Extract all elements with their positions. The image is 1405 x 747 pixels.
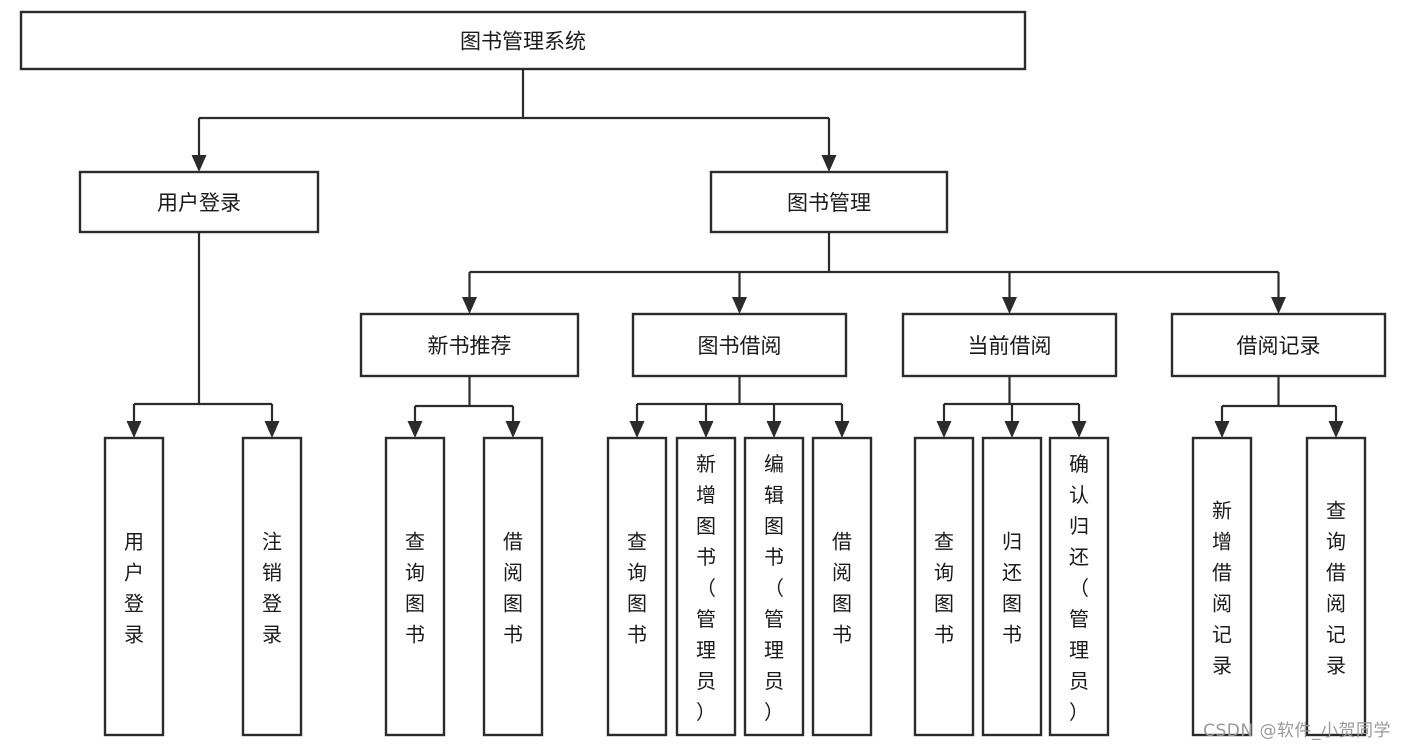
node-box-borrow-record[interactable] xyxy=(1170,312,1387,378)
node-label-leaf-add-book-admin: 新增图书（管理员） xyxy=(696,452,716,724)
node-box-book-borrow[interactable] xyxy=(631,312,848,378)
arrow-head-icon xyxy=(766,421,782,438)
node-label-leaf-borrow-book: 借阅图书 xyxy=(832,530,852,647)
node-leaf-user-login[interactable]: 用户登录 xyxy=(103,436,165,737)
node-box-leaf-add-book-admin[interactable] xyxy=(675,436,737,737)
node-leaf-query-book-borrow[interactable]: 查询图书 xyxy=(606,436,668,737)
node-leaf-confirm-return-admin[interactable]: 确认归还（管理员） xyxy=(1048,436,1110,737)
arrow-head-icon xyxy=(462,297,477,314)
arrow-head-icon xyxy=(936,421,952,438)
arrow-head-icon xyxy=(834,421,850,438)
arrow-head-icon xyxy=(407,421,423,438)
node-label-current-borrow: 当前借阅 xyxy=(968,334,1052,358)
node-leaf-add-borrow-record[interactable]: 新增借阅记录 xyxy=(1191,436,1253,737)
csdn-watermark: CSDN @软件_小贺同学 xyxy=(1203,721,1391,741)
node-box-root[interactable] xyxy=(19,10,1027,71)
node-box-leaf-borrow-book-recommend[interactable] xyxy=(482,436,544,737)
node-box-leaf-query-book-recommend[interactable] xyxy=(384,436,446,737)
node-box-leaf-user-login[interactable] xyxy=(103,436,165,737)
arrow-head-icon xyxy=(821,155,837,172)
node-leaf-add-book-admin[interactable]: 新增图书（管理员） xyxy=(675,436,737,737)
node-label-book-management: 图书管理 xyxy=(787,191,871,215)
node-leaf-borrow-book[interactable]: 借阅图书 xyxy=(811,436,873,737)
node-current-borrow[interactable]: 当前借阅 xyxy=(901,312,1118,378)
node-leaf-logout[interactable]: 注销登录 xyxy=(241,436,303,737)
node-label-leaf-query-book-recommend: 查询图书 xyxy=(405,530,425,647)
node-box-leaf-confirm-return-admin[interactable] xyxy=(1048,436,1110,737)
arrow-head-icon xyxy=(191,155,207,172)
node-root[interactable]: 图书管理系统 xyxy=(19,10,1027,71)
node-book-management[interactable]: 图书管理 xyxy=(709,170,949,234)
node-box-leaf-query-borrow-record[interactable] xyxy=(1305,436,1367,737)
arrow-head-icon xyxy=(1004,421,1020,438)
node-box-leaf-logout[interactable] xyxy=(241,436,303,737)
edge-group-book-borrow xyxy=(629,376,850,438)
node-label-root: 图书管理系统 xyxy=(460,30,586,54)
arrow-head-icon xyxy=(629,421,645,438)
node-label-leaf-borrow-book-recommend: 借阅图书 xyxy=(503,530,523,647)
node-leaf-return-book[interactable]: 归还图书 xyxy=(981,436,1043,737)
nodes-layer: 图书管理系统用户登录图书管理新书推荐图书借阅当前借阅借阅记录用户登录注销登录查询… xyxy=(19,10,1387,737)
node-label-leaf-logout: 注销登录 xyxy=(262,530,282,647)
edge-group-new-book-recommend xyxy=(407,376,521,438)
node-user-login[interactable]: 用户登录 xyxy=(78,170,320,234)
node-box-leaf-query-book-current[interactable] xyxy=(913,436,975,737)
node-borrow-record[interactable]: 借阅记录 xyxy=(1170,312,1387,378)
node-box-current-borrow[interactable] xyxy=(901,312,1118,378)
arrow-head-icon xyxy=(698,421,714,438)
arrow-head-icon xyxy=(1071,421,1087,438)
edge-group-current-borrow xyxy=(936,376,1087,438)
arrow-head-icon xyxy=(126,421,142,438)
node-box-user-login[interactable] xyxy=(78,170,320,234)
node-label-new-book-recommend: 新书推荐 xyxy=(428,334,512,358)
node-label-leaf-query-book-current: 查询图书 xyxy=(934,530,954,647)
node-label-borrow-record: 借阅记录 xyxy=(1237,334,1321,358)
arrow-head-icon xyxy=(1271,297,1286,314)
node-box-new-book-recommend[interactable] xyxy=(359,312,580,378)
arrow-head-icon xyxy=(1328,421,1344,438)
edges-layer xyxy=(126,69,1344,438)
edge-group-borrow-record xyxy=(1214,376,1344,438)
edge-group-root xyxy=(191,69,837,172)
node-label-leaf-add-borrow-record: 新增借阅记录 xyxy=(1212,499,1232,678)
node-box-leaf-edit-book-admin[interactable] xyxy=(743,436,805,737)
arrow-head-icon xyxy=(732,297,747,314)
node-leaf-query-book-current[interactable]: 查询图书 xyxy=(913,436,975,737)
edge-group-book-management xyxy=(462,232,1286,314)
node-leaf-edit-book-admin[interactable]: 编辑图书（管理员） xyxy=(743,436,805,737)
node-label-book-borrow: 图书借阅 xyxy=(698,334,782,358)
node-label-leaf-user-login: 用户登录 xyxy=(124,530,144,647)
node-box-leaf-query-book-borrow[interactable] xyxy=(606,436,668,737)
node-label-leaf-query-book-borrow: 查询图书 xyxy=(627,530,647,647)
node-leaf-borrow-book-recommend[interactable]: 借阅图书 xyxy=(482,436,544,737)
node-leaf-query-borrow-record[interactable]: 查询借阅记录 xyxy=(1305,436,1367,737)
edge-group-user-login xyxy=(126,232,280,438)
node-label-leaf-query-borrow-record: 查询借阅记录 xyxy=(1326,499,1346,678)
node-box-book-management[interactable] xyxy=(709,170,949,234)
arrow-head-icon xyxy=(1214,421,1230,438)
arrow-head-icon xyxy=(1002,297,1017,314)
node-box-leaf-add-borrow-record[interactable] xyxy=(1191,436,1253,737)
arrow-head-icon xyxy=(264,421,280,438)
node-box-leaf-return-book[interactable] xyxy=(981,436,1043,737)
node-label-leaf-return-book: 归还图书 xyxy=(1002,530,1022,647)
node-new-book-recommend[interactable]: 新书推荐 xyxy=(359,312,580,378)
node-leaf-query-book-recommend[interactable]: 查询图书 xyxy=(384,436,446,737)
arrow-head-icon xyxy=(505,421,521,438)
node-label-leaf-edit-book-admin: 编辑图书（管理员） xyxy=(764,452,784,724)
node-book-borrow[interactable]: 图书借阅 xyxy=(631,312,848,378)
node-box-leaf-borrow-book[interactable] xyxy=(811,436,873,737)
node-label-leaf-confirm-return-admin: 确认归还（管理员） xyxy=(1069,452,1089,724)
node-label-user-login: 用户登录 xyxy=(157,191,241,215)
